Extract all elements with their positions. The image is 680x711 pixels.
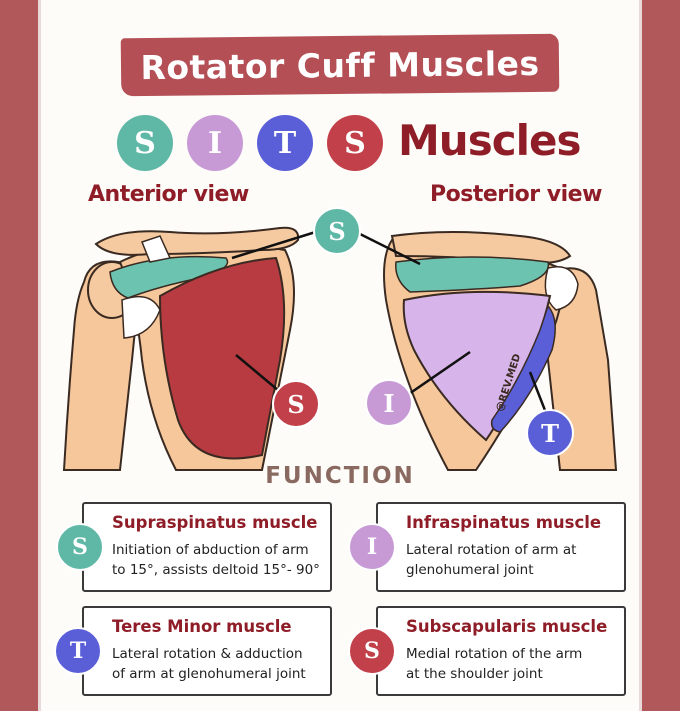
card-infraspinatus: Infraspinatus muscle Lateral rotation of… bbox=[376, 502, 626, 592]
sits-letter: S bbox=[134, 125, 156, 161]
label-infraspinatus: I bbox=[365, 379, 413, 427]
label-letter: T bbox=[541, 419, 559, 448]
function-heading: FUNCTION bbox=[265, 463, 415, 489]
card-letter: I bbox=[366, 534, 378, 560]
card-circle-teres-minor: T bbox=[54, 627, 102, 675]
posterior-teres-minor bbox=[490, 304, 556, 433]
sits-circle-s2: S bbox=[327, 115, 383, 171]
posterior-capsule bbox=[544, 266, 579, 311]
label-letter: I bbox=[383, 389, 394, 418]
sits-circle-i: I bbox=[187, 115, 243, 171]
label-supraspinatus: S bbox=[313, 207, 361, 255]
card-letter: S bbox=[72, 534, 88, 560]
anterior-clavicle bbox=[94, 226, 300, 256]
sits-circle-s1: S bbox=[117, 115, 173, 171]
card-description: Lateral rotation of arm at glenohumeral … bbox=[406, 542, 577, 578]
label-teres-minor: T bbox=[526, 409, 574, 457]
card-letter: T bbox=[69, 638, 87, 664]
label-letter: S bbox=[328, 217, 345, 246]
anterior-subscapularis bbox=[158, 256, 286, 460]
card-circle-supraspinatus: S bbox=[56, 523, 104, 571]
anterior-shoulder bbox=[62, 226, 323, 471]
sits-letter: I bbox=[207, 125, 223, 161]
card-title: Teres Minor muscle bbox=[112, 617, 292, 636]
card-description: Medial rotation of the arm at the should… bbox=[406, 646, 583, 682]
card-circle-subscapularis: S bbox=[348, 627, 396, 675]
card-description: Initiation of abduction of arm to 15°, a… bbox=[112, 542, 320, 578]
sits-circle-t: T bbox=[257, 115, 313, 171]
sits-letter: T bbox=[273, 125, 297, 161]
card-description: Lateral rotation & adduction of arm at g… bbox=[112, 646, 306, 682]
card-teres-minor: Teres Minor muscle Lateral rotation & ad… bbox=[82, 606, 332, 696]
label-subscapularis: S bbox=[272, 380, 320, 428]
card-supraspinatus: Supraspinatus muscle Initiation of abduc… bbox=[82, 502, 332, 592]
posterior-shoulder: @REV.MED bbox=[355, 230, 618, 471]
sits-muscles-word: Muscles bbox=[398, 116, 581, 165]
card-letter: S bbox=[364, 638, 380, 664]
posterior-view-label: Posterior view bbox=[430, 182, 602, 207]
card-circle-infraspinatus: I bbox=[348, 523, 396, 571]
card-title: Infraspinatus muscle bbox=[406, 513, 602, 532]
posterior-supraspinatus bbox=[395, 256, 550, 293]
label-letter: S bbox=[287, 390, 304, 419]
anterior-coracoid bbox=[141, 235, 172, 263]
anterior-view-label: Anterior view bbox=[88, 182, 249, 207]
sits-letter: S bbox=[344, 125, 366, 161]
card-subscapularis: Subscapularis muscle Medial rotation of … bbox=[376, 606, 626, 696]
card-title: Subscapularis muscle bbox=[406, 617, 608, 636]
card-title: Supraspinatus muscle bbox=[112, 513, 318, 532]
